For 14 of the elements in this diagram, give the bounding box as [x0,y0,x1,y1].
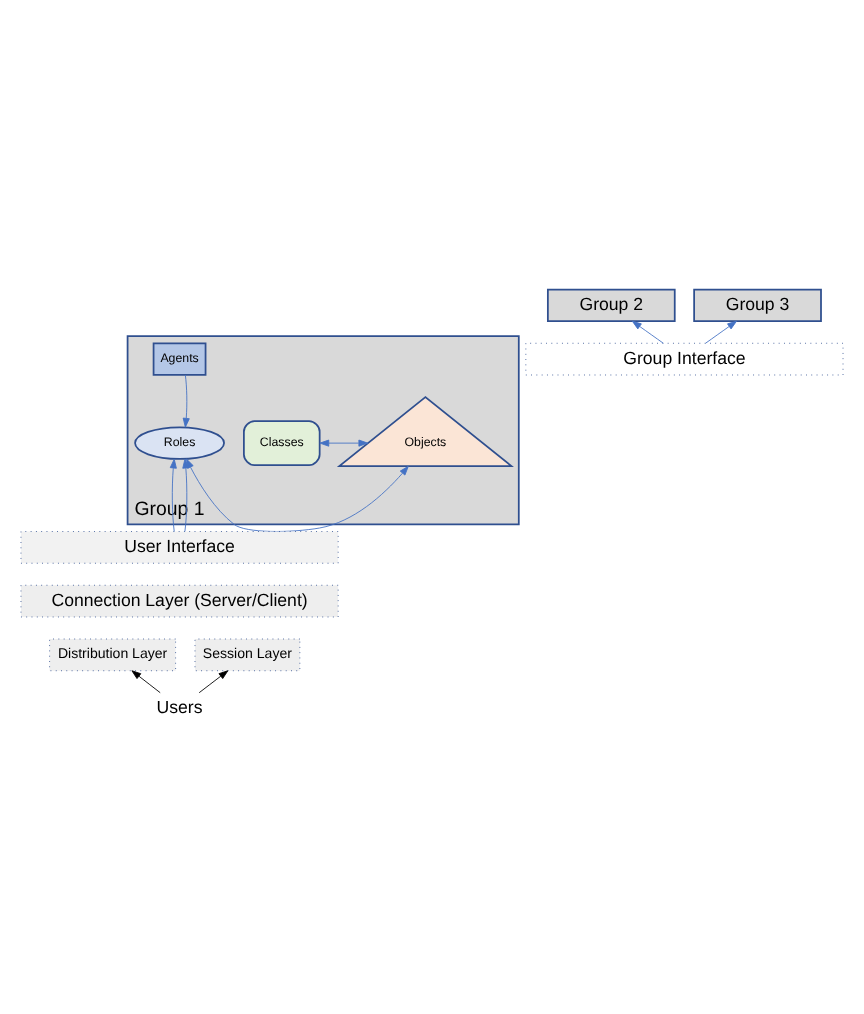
node-box: User Interface [20,531,339,564]
node-box: Group 2 [547,288,676,323]
node-box: Connection Layer (Server/Client) [20,584,339,618]
arrow [182,458,190,532]
arrow [169,458,177,532]
node-box: Group Interface [525,342,844,376]
arrow [705,320,737,344]
arrow [631,320,664,344]
node-box: Group 3 [693,288,822,323]
arrow [131,670,161,694]
arrow [182,374,190,428]
node-text: Users [156,697,203,718]
arrow [198,670,229,694]
arrow [319,439,369,447]
